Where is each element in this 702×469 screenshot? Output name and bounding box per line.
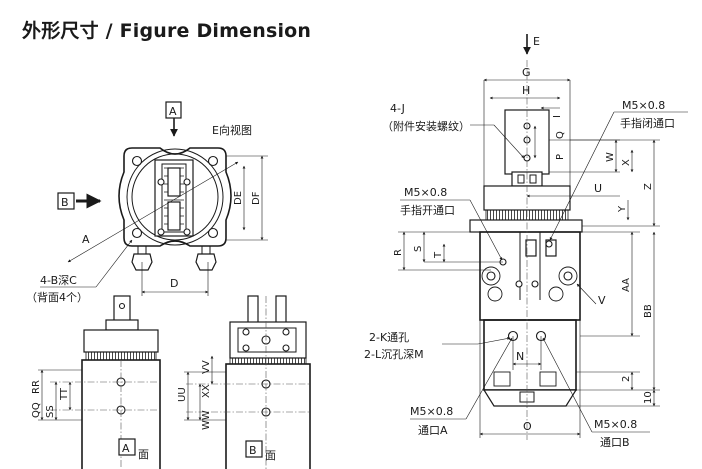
note-j-line2: （附件安装螺纹）	[382, 119, 470, 133]
dim-a-diagonal	[67, 161, 239, 263]
dim-d-label: D	[170, 277, 178, 290]
dim-r-label: R	[393, 249, 404, 256]
a-face-suffix: 面	[138, 448, 149, 461]
a-dim-ss: SS	[45, 405, 56, 418]
a-dim-tt: TT	[59, 387, 70, 401]
dim-n-label: N	[516, 350, 524, 363]
mount-hole-bl	[131, 227, 143, 239]
small-hole-1	[157, 178, 165, 186]
small-hole-2	[183, 178, 191, 186]
rail-finger-upper	[167, 167, 181, 197]
port-b-line2: 通口B	[600, 436, 630, 449]
dim-10-label: 10	[643, 391, 654, 404]
b-dim-ww: WW	[201, 410, 212, 430]
dim-df-label: DF	[251, 191, 262, 205]
dim-de-label: DE	[233, 191, 244, 205]
note-4b-line1: 4-B深C	[40, 274, 77, 287]
rail-finger-lower	[167, 201, 181, 231]
dim-g-label: G	[522, 66, 531, 79]
top-view: E向视图 A B	[26, 101, 268, 304]
top-view-caption: E向视图	[212, 123, 252, 137]
note-4b-line2: （背面4个）	[26, 290, 88, 304]
arrow-b-label: B	[61, 196, 69, 209]
a-face-knurl	[85, 351, 157, 361]
mount-hole-br	[207, 227, 219, 239]
port-close-line1: M5×0.8	[622, 99, 665, 112]
arrow-a-label: A	[169, 105, 177, 118]
a-face-label: A	[122, 442, 130, 455]
small-hole-3	[157, 228, 165, 236]
fitting-right	[195, 253, 217, 271]
dim-v-label: V	[598, 294, 606, 307]
b-face-body	[225, 363, 311, 469]
port-open-line1: M5×0.8	[404, 186, 447, 199]
b-face-label-box	[245, 440, 263, 458]
dim-s-label: S	[413, 246, 424, 252]
port-a-line1: M5×0.8	[410, 405, 453, 418]
dim-p-label: P	[555, 154, 566, 160]
a-dim-qq: QQ	[31, 402, 42, 418]
b-face-label: B	[249, 444, 257, 457]
b-dim-xx: XX	[201, 384, 212, 398]
port-b-line1: M5×0.8	[594, 418, 637, 431]
dim-t-label: T	[433, 251, 444, 259]
a-face-label-box	[118, 438, 136, 456]
dim-y-label: Y	[617, 205, 628, 213]
note-l: 2-L沉孔深M	[364, 348, 424, 361]
dim-h-label: H	[522, 84, 530, 97]
dim-u-label: U	[594, 182, 602, 195]
port-open-line2: 手指开通口	[400, 203, 455, 217]
dim-bb-label: BB	[643, 304, 654, 318]
dim-aa-label: AA	[621, 278, 632, 292]
b-dim-vv: VV	[201, 360, 212, 374]
a-face-view: RR QQ TT SS A 面	[31, 295, 161, 469]
dim-x-label: X	[621, 159, 632, 166]
main-view: E	[364, 34, 688, 449]
note-k: 2-K通孔	[369, 331, 409, 344]
dim-q-label: Q	[555, 131, 566, 139]
port-a-line2: 通口A	[418, 424, 448, 437]
dim-o-label: O	[523, 420, 532, 433]
dim-2-label: 2	[621, 376, 632, 382]
mount-hole-tr	[207, 155, 219, 167]
small-hole-4	[183, 228, 191, 236]
dim-z-label: Z	[643, 183, 654, 190]
page-title: 外形尺寸 / Figure Dimension	[22, 20, 312, 42]
port-b-fitting	[539, 371, 557, 387]
mount-hole-tl	[131, 155, 143, 167]
b-dim-uu: UU	[177, 387, 188, 402]
dim-i-label: I	[552, 115, 563, 118]
dim-a-label: A	[82, 233, 90, 246]
b-face-suffix: 面	[265, 449, 276, 462]
arrow-e-label: E	[533, 35, 540, 48]
port-a-fitting	[493, 371, 511, 387]
b-face-view: UU VV XX WW B 面	[177, 295, 311, 469]
a-face-cap	[83, 329, 159, 353]
port-close-line2: 手指闭通口	[620, 116, 675, 130]
a-dim-rr: RR	[31, 380, 42, 394]
dim-w-label: W	[605, 152, 616, 162]
note-j-line1: 4-J	[390, 102, 405, 115]
